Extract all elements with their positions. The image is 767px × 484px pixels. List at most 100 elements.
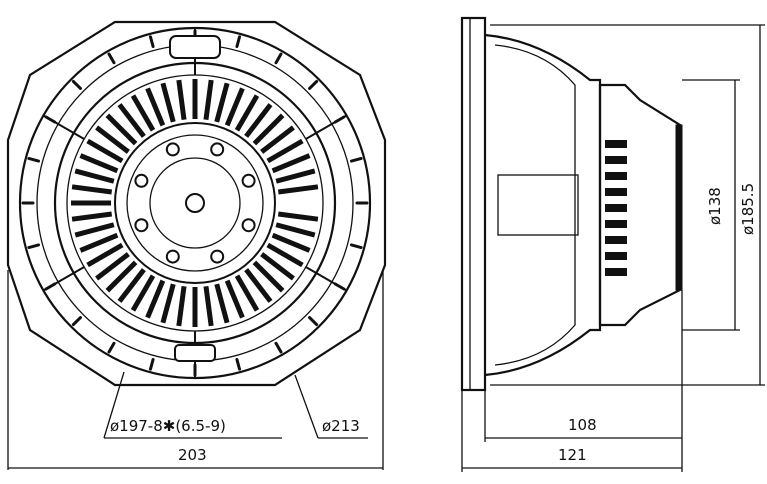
heatsink-fin bbox=[203, 285, 214, 327]
heatsink-fin bbox=[130, 274, 156, 312]
bolt-hole bbox=[165, 142, 180, 157]
heatsink-fins bbox=[71, 79, 319, 327]
heatsink-fin bbox=[105, 260, 138, 293]
front-view: ø197-8✱(6.5-9) ø213 203 bbox=[6, 20, 387, 470]
motor-fin bbox=[605, 236, 627, 244]
frame-slot bbox=[308, 316, 319, 327]
heatsink-fin bbox=[74, 222, 115, 238]
frame-slots bbox=[21, 28, 369, 378]
pole-plate bbox=[149, 157, 241, 249]
basket-spoke bbox=[305, 266, 348, 292]
heatsink-fin bbox=[79, 232, 119, 253]
basket-spoke bbox=[42, 266, 85, 292]
motor-fin bbox=[605, 268, 627, 276]
bolt-hole bbox=[134, 173, 149, 188]
heatsink-fin bbox=[277, 184, 319, 195]
bolt-circle-label: ø197-8✱(6.5-9) bbox=[110, 417, 226, 435]
motor-fin bbox=[605, 140, 627, 148]
frame-slot bbox=[148, 357, 155, 371]
leader-outer-diameter bbox=[294, 374, 319, 439]
bolt-hole bbox=[165, 249, 180, 264]
heatsink-fin bbox=[266, 242, 304, 268]
basket-inner-ring bbox=[66, 74, 324, 332]
heatsink-fin bbox=[266, 138, 304, 164]
frame-slot bbox=[27, 156, 41, 163]
bolt-hole bbox=[241, 218, 256, 233]
frame-slot bbox=[235, 35, 242, 49]
basket-profile bbox=[484, 33, 602, 377]
heatsink-fin bbox=[275, 168, 316, 184]
outer-diameter-label: ø213 bbox=[322, 417, 360, 435]
flange bbox=[460, 16, 487, 392]
motor-fin bbox=[605, 188, 627, 196]
heatsink-fin bbox=[74, 168, 115, 184]
motor-fin bbox=[605, 252, 627, 260]
motor-fin bbox=[605, 220, 627, 228]
frame-slot bbox=[71, 79, 82, 90]
heatsink-fin bbox=[117, 103, 146, 138]
bolt-holes bbox=[134, 142, 256, 264]
bolt-hole bbox=[210, 142, 225, 157]
leader-bolt-circle bbox=[103, 371, 125, 439]
heatsink-fin bbox=[105, 113, 138, 146]
frame-slot bbox=[349, 156, 363, 163]
basket-spoke bbox=[42, 114, 85, 140]
heatsink-fin bbox=[176, 79, 187, 121]
heatsink-fin bbox=[176, 285, 187, 327]
frame-outline bbox=[6, 20, 387, 387]
motor-fin bbox=[605, 172, 627, 180]
frame-slot bbox=[274, 52, 283, 65]
overall-depth-label: 121 bbox=[558, 446, 587, 464]
frame-slot bbox=[107, 341, 116, 354]
heatsink-fin bbox=[224, 279, 245, 319]
heatsink-fin bbox=[160, 283, 176, 324]
heatsink-fin bbox=[86, 242, 124, 268]
heatsink-fin bbox=[160, 82, 176, 123]
heatsink-fin bbox=[271, 153, 311, 174]
heatsink-fin bbox=[145, 87, 166, 127]
heatsink-fin bbox=[224, 87, 245, 127]
frame-slot bbox=[107, 52, 116, 65]
basket-spoke bbox=[305, 114, 348, 140]
heatsink-fin bbox=[117, 268, 146, 303]
magnet-diameter-label: ø138 bbox=[706, 187, 724, 225]
basket-ring bbox=[53, 61, 337, 345]
frame-diameter-label: ø185.5 bbox=[739, 183, 757, 235]
heatsink-fin bbox=[71, 211, 113, 222]
heatsink-fin bbox=[252, 260, 285, 293]
frame-slot bbox=[235, 357, 242, 371]
center-vent bbox=[185, 193, 205, 213]
magnet-inner bbox=[126, 134, 264, 272]
frame-slot bbox=[308, 79, 319, 90]
frame-slot bbox=[274, 341, 283, 354]
heatsink-fin bbox=[275, 222, 316, 238]
motor-fins bbox=[605, 140, 627, 276]
frame-slot bbox=[71, 316, 82, 327]
motor-fin bbox=[605, 156, 627, 164]
frame-slot bbox=[27, 243, 41, 250]
heatsink-fin bbox=[95, 125, 130, 154]
heatsink-fin bbox=[271, 232, 311, 253]
motor-fin bbox=[605, 204, 627, 212]
heatsink-fin bbox=[214, 283, 230, 324]
basket-inner-profile bbox=[494, 44, 576, 366]
heatsink-fin bbox=[145, 279, 166, 319]
heatsink-fin bbox=[214, 82, 230, 123]
heatsink-fin bbox=[234, 94, 260, 132]
heatsink-fin bbox=[252, 113, 285, 146]
overall-width-label: 203 bbox=[178, 446, 207, 464]
mounting-depth-label: 108 bbox=[568, 416, 597, 434]
terminal-bottom bbox=[174, 344, 216, 362]
heatsink-fin bbox=[260, 252, 295, 281]
heatsink-fin bbox=[260, 125, 295, 154]
heatsink-fin bbox=[86, 138, 124, 164]
motor-back bbox=[675, 124, 683, 291]
terminal-top bbox=[169, 35, 221, 59]
heatsink-fin bbox=[130, 94, 156, 132]
bolt-hole bbox=[134, 218, 149, 233]
heatsink-fin bbox=[203, 79, 214, 121]
heatsink-fin bbox=[234, 274, 260, 312]
bolt-hole bbox=[210, 249, 225, 264]
